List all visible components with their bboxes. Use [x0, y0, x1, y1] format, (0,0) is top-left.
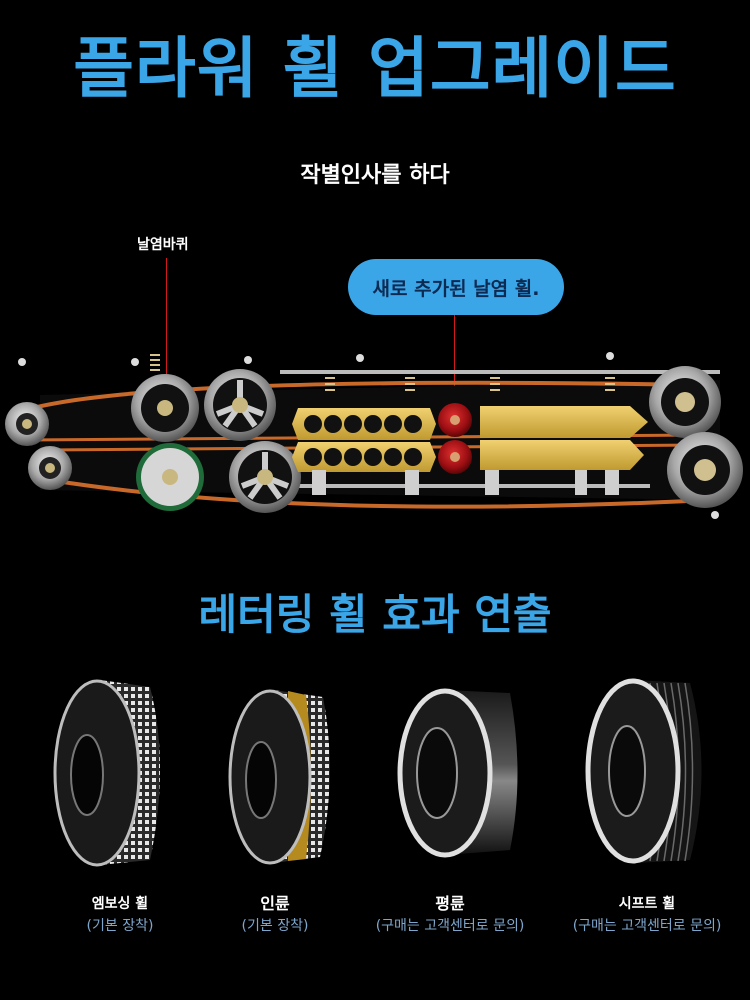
section-title: 레터링 휠 효과 연출	[198, 590, 552, 639]
wheel-note: (구매는 고객센터로 문의)	[572, 918, 722, 934]
flat-wheel-icon	[397, 688, 518, 858]
wheel-card-flat	[375, 665, 555, 880]
wheel-card-lettering: e431	[198, 665, 378, 880]
wheel-note: (기본 장착)	[86, 918, 154, 934]
new-printing-wheel-callout: 새로 추가된 날염 휠.	[348, 259, 564, 315]
wheel-name: 평륜	[435, 894, 465, 913]
wheel-name: 인륜	[260, 894, 290, 913]
caption-grooved: 시프트 휠 (구매는 고객센터로 문의)	[552, 895, 742, 937]
caption-embossing: 엠보싱 휠 (기본 장착)	[50, 895, 190, 937]
wheel-card-grooved	[565, 665, 745, 880]
sealing-machine-diagram	[0, 340, 750, 530]
lettering-wheel-icon: e431	[228, 689, 330, 865]
printing-wheel-label: 날염바퀴	[137, 237, 189, 253]
wheel-note: (기본 장착)	[241, 918, 309, 934]
wheel-captions: 엠보싱 휠 (기본 장착) 인륜 (기본 장착) 평륜 (구매는 고객센터로 문…	[0, 895, 750, 955]
wheel-name: 시프트 휠	[618, 896, 676, 912]
wheel-gallery: e431	[0, 665, 750, 880]
caption-lettering: 인륜 (기본 장착)	[205, 895, 345, 937]
wheel-card-embossing	[25, 665, 205, 880]
grooved-wheel-icon	[585, 678, 702, 864]
callout-text: 새로 추가된 날염 휠.	[372, 277, 540, 300]
wheel-note: (구매는 고객센터로 문의)	[375, 918, 525, 934]
new-wheel-pointer-line	[454, 315, 455, 455]
page-title: 플라워 휠 업그레이드	[73, 30, 677, 107]
page-subtitle: 작별인사를 하다	[300, 163, 450, 188]
embossing-wheel-icon	[53, 679, 160, 867]
caption-flat: 평륜 (구매는 고객센터로 문의)	[355, 895, 545, 937]
machine-illustration	[5, 352, 743, 519]
printing-wheel-pointer-line	[166, 258, 167, 388]
wheel-name: 엠보싱 휠	[91, 896, 149, 912]
